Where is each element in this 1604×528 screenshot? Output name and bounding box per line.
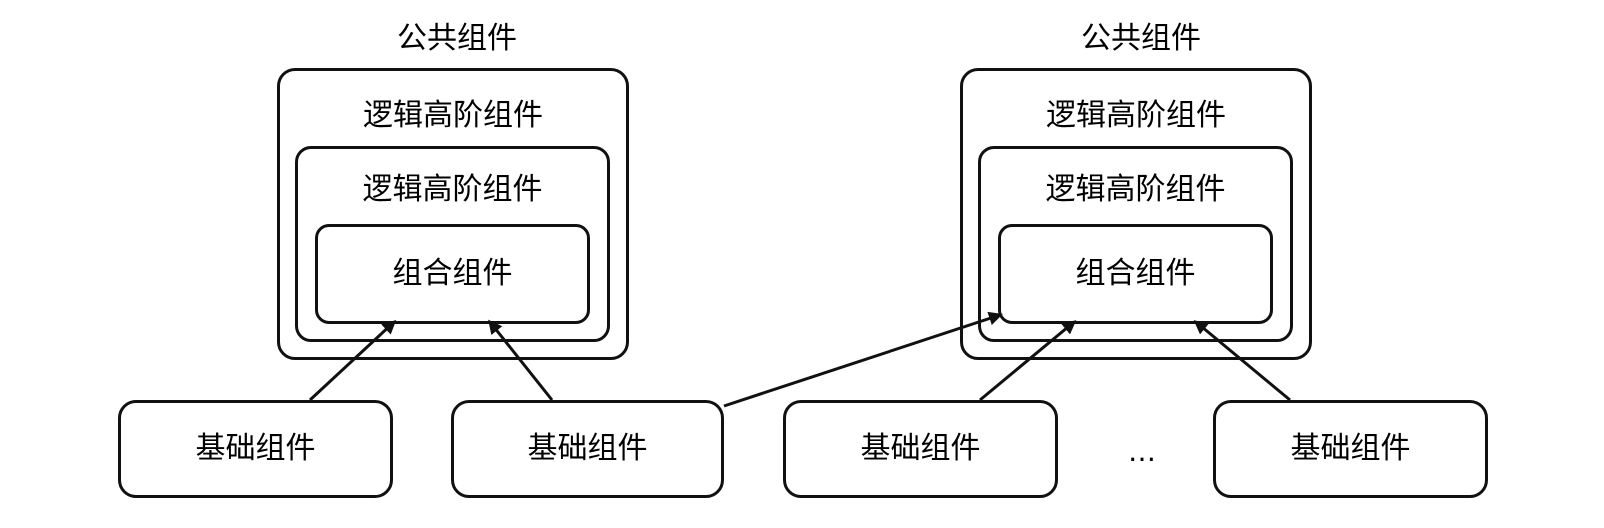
group-2-core-box: 组合组件: [998, 224, 1273, 324]
group-2-title: 公共组件: [1081, 21, 1201, 56]
group-1-inner-label: 逻辑高阶组件: [362, 172, 543, 207]
base-component-4-label: 基础组件: [1290, 431, 1411, 466]
base-component-1-label: 基础组件: [195, 431, 316, 466]
group-1-core-box: 组合组件: [315, 224, 590, 324]
base-component-3-label: 基础组件: [860, 431, 981, 466]
group-1-title: 公共组件: [397, 21, 517, 56]
group-2-core-label: 组合组件: [1075, 256, 1196, 291]
base-component-2: 基础组件: [451, 400, 724, 498]
base-component-4: 基础组件: [1213, 400, 1488, 498]
ellipsis: …: [1128, 435, 1158, 468]
group-1-outer-label: 逻辑高阶组件: [363, 98, 543, 133]
arrow-base-2-to-core-2: [723, 311, 1003, 408]
base-component-3: 基础组件: [783, 400, 1058, 498]
group-1-core-label: 组合组件: [392, 256, 513, 291]
base-component-1: 基础组件: [118, 400, 393, 498]
group-2-inner-label: 逻辑高阶组件: [1045, 172, 1226, 207]
base-component-2-label: 基础组件: [527, 431, 648, 466]
group-2-outer-label: 逻辑高阶组件: [1046, 98, 1226, 133]
